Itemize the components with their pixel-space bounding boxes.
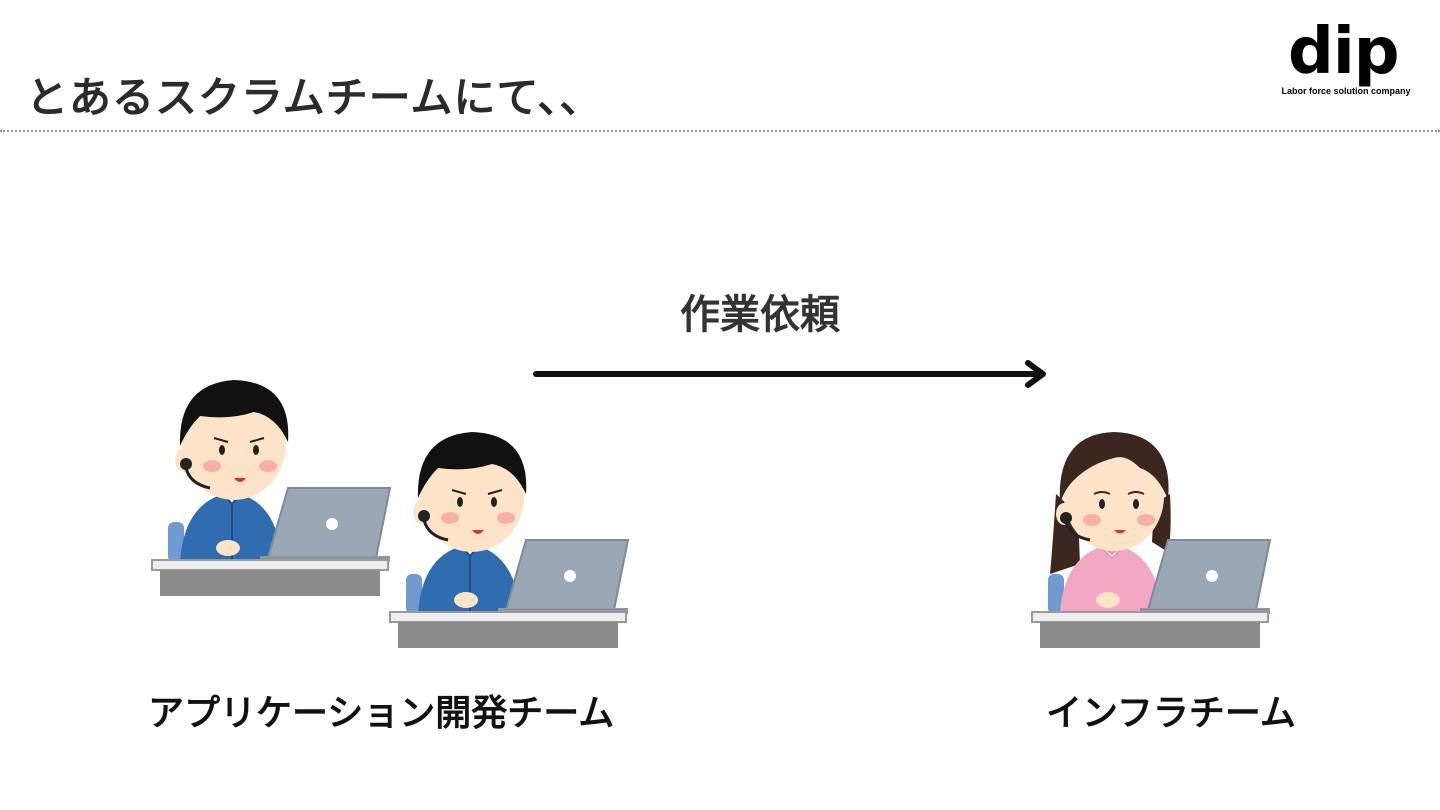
developer-illustration-2: [388, 424, 633, 652]
infra-engineer-illustration: [1030, 424, 1275, 652]
infra-team-label: インフラチーム: [1046, 684, 1296, 736]
logo-wordmark: dip: [1288, 12, 1398, 92]
request-arrow: [532, 358, 1052, 390]
app-dev-team-label: アプリケーション開発チーム: [148, 684, 614, 736]
company-logo: dip Labor force solution company: [1276, 18, 1416, 102]
arrow-label: 作業依頼: [600, 282, 920, 340]
header-divider: [0, 130, 1440, 132]
developer-illustration-1: [150, 372, 395, 600]
logo-tagline: Labor force solution company: [1276, 86, 1416, 96]
page-title: とあるスクラムチームにて、、: [26, 64, 602, 125]
